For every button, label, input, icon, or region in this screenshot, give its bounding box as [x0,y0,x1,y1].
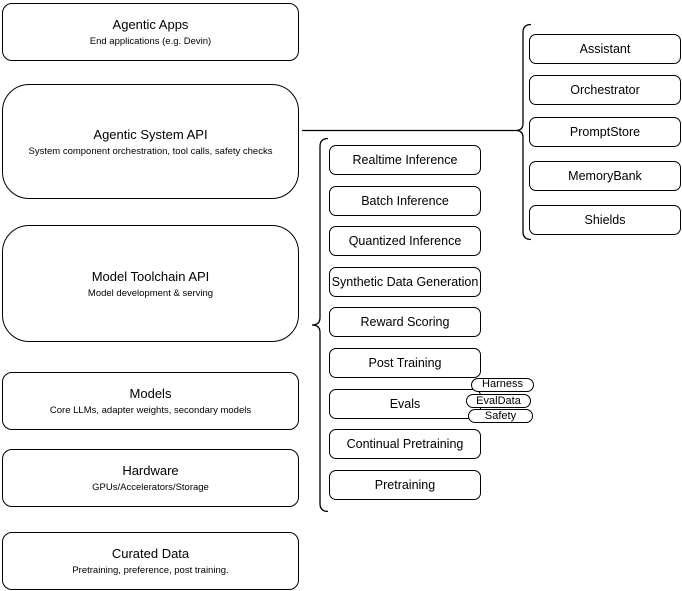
chip-evals: Evals [329,389,481,419]
node-curated-data: Curated Data Pretraining, preference, po… [2,532,299,590]
node-subtitle: End applications (e.g. Devin) [89,36,212,47]
chip-realtime-inference: Realtime Inference [329,145,481,175]
chip-promptstore: PromptStore [529,117,681,147]
chip-batch-inference: Batch Inference [329,186,481,216]
node-subtitle: GPUs/Accelerators/Storage [92,482,209,493]
chip-quantized-inference: Quantized Inference [329,226,481,256]
node-title: Curated Data [111,546,190,561]
chip-pretraining: Pretraining [329,470,481,500]
pill-safety: Safety [468,409,533,423]
node-title: Model Toolchain API [91,268,210,284]
node-subtitle: Core LLMs, adapter weights, secondary mo… [49,405,252,416]
chip-shields: Shields [529,205,681,235]
toolchain-components-brace [311,137,329,513]
node-subtitle: Model development & serving [87,287,214,299]
node-subtitle: System component orchestration, tool cal… [28,145,273,157]
chip-assistant: Assistant [529,34,681,64]
system-components-brace [515,23,532,241]
pill-evaldata: EvalData [466,394,531,408]
node-hardware: Hardware GPUs/Accelerators/Storage [2,449,299,507]
pill-harness: Harness [471,378,534,392]
chip-memorybank: MemoryBank [529,161,681,191]
chip-orchestrator: Orchestrator [529,75,681,105]
chip-synthetic-data-generation: Synthetic Data Generation [329,267,481,297]
node-model-toolchain-api: Model Toolchain API Model development & … [2,225,299,342]
node-title: Agentic Apps [112,17,189,32]
chip-continual-pretraining: Continual Pretraining [329,429,481,459]
node-agentic-system-api: Agentic System API System component orch… [2,84,299,199]
chip-post-training: Post Training [329,348,481,378]
node-agentic-apps: Agentic Apps End applications (e.g. Devi… [2,3,299,61]
chip-reward-scoring: Reward Scoring [329,307,481,337]
node-title: Agentic System API [93,126,208,142]
node-title: Models [129,386,172,401]
node-models: Models Core LLMs, adapter weights, secon… [2,372,299,430]
node-title: Hardware [122,463,179,478]
node-subtitle: Pretraining, preference, post training. [72,565,229,576]
